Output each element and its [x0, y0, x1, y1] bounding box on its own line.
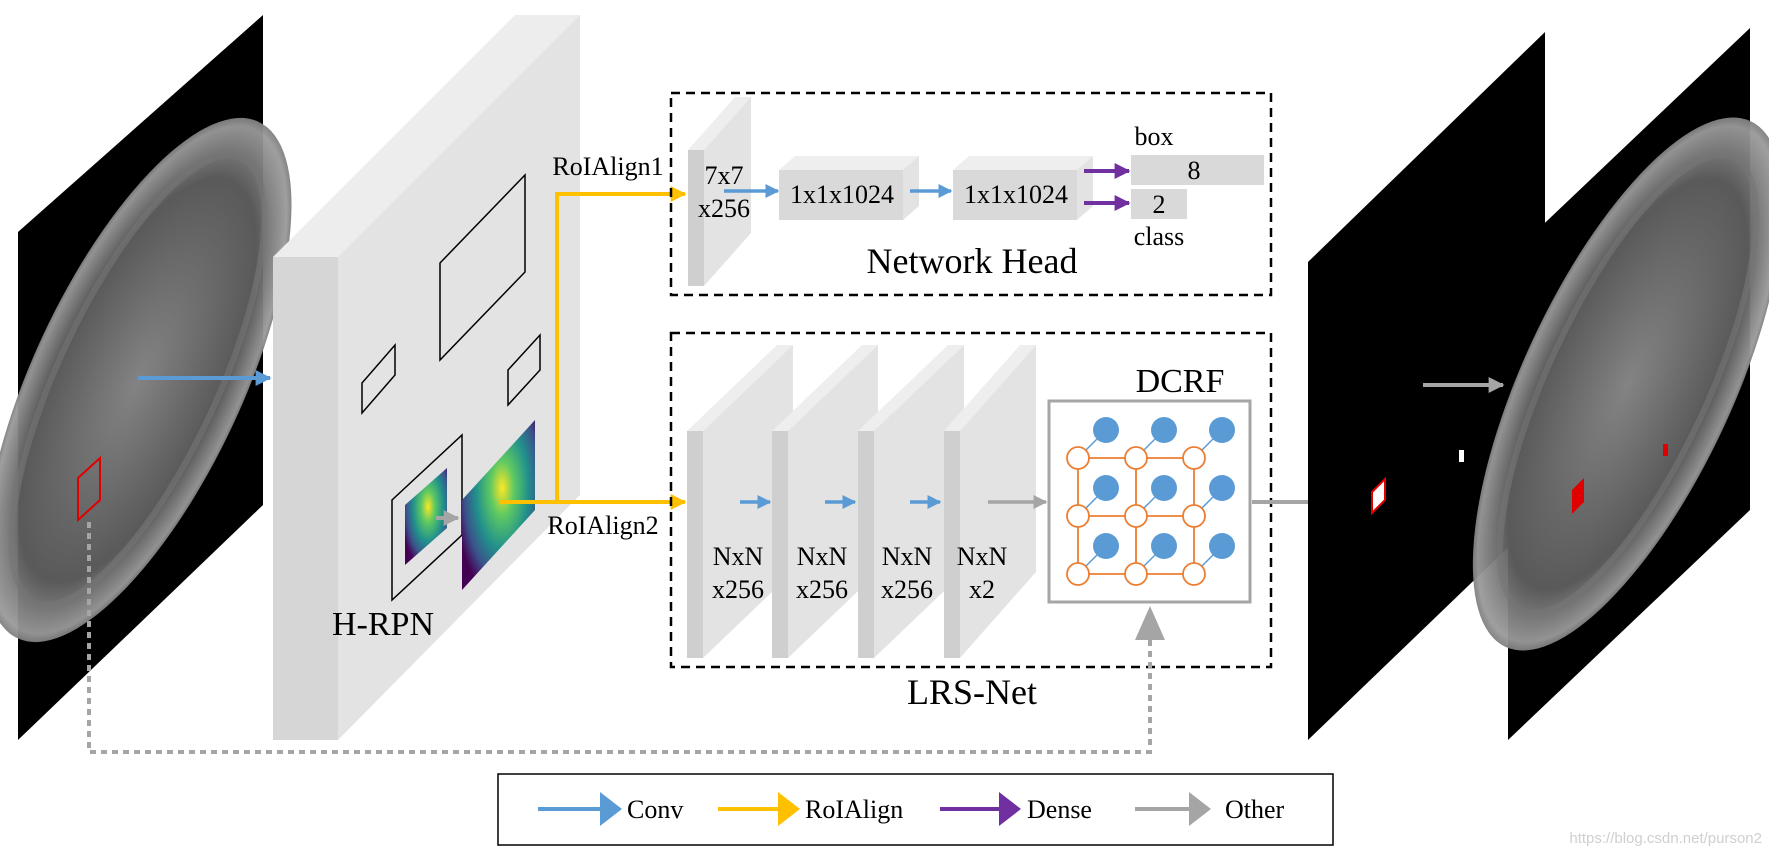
dcrf-label: DCRF [1136, 363, 1225, 400]
heatmap-small [405, 468, 447, 565]
lrs-block-3-line1: NxN [882, 542, 933, 571]
lrs-block-3-line2: x256 [881, 575, 933, 604]
legend-label-other: Other [1225, 795, 1285, 824]
watermark: https://blog.csdn.net/purson2 [1569, 830, 1762, 847]
result-overlay-slice [1472, 28, 1769, 740]
box-output [1131, 155, 1264, 185]
heatmap-large [462, 420, 535, 590]
box-value: 8 [1188, 156, 1201, 185]
legend: Conv RoIAlign Dense Other [497, 773, 1334, 846]
anchor-box-small-right [507, 333, 541, 407]
lesion-roi-box [77, 455, 101, 523]
lrs-block-4-line2: x2 [969, 575, 995, 604]
lrs-block-1-line2: x256 [712, 575, 764, 604]
legend-item-roialign: RoIAlign [718, 792, 903, 826]
legend-item-dense: Dense [940, 792, 1092, 826]
fc1-label: 1x1x1024 [790, 180, 894, 209]
skip-connection [87, 522, 1152, 754]
class-output [1131, 189, 1187, 219]
lrs-net-panel: NxN x256 NxN x256 NxN x256 NxN x2 [669, 331, 1273, 712]
anchor-box-small-left [361, 342, 396, 416]
box-label: box [1135, 122, 1174, 151]
lrs-block-1-line1: NxN [713, 542, 764, 571]
legend-label-roialign: RoIAlign [805, 795, 903, 824]
lrs-net-title: LRS-Net [907, 672, 1037, 712]
roialign1-label: RoIAlign1 [552, 152, 663, 181]
legend-label-conv: Conv [627, 795, 683, 824]
roialign2-label: RoIAlign2 [547, 511, 658, 540]
class-value: 2 [1153, 190, 1166, 219]
legend-item-conv: Conv [538, 792, 683, 826]
legend-item-other: Other [1135, 792, 1285, 826]
lrs-block-2-line2: x256 [796, 575, 848, 604]
network-head-title: Network Head [867, 241, 1078, 281]
class-label: class [1134, 222, 1185, 251]
network-head-panel: 7x7 x256 1x1x1024 1x1x1024 box 8 2 class… [669, 91, 1273, 297]
hrpn-label: H-RPN [332, 606, 434, 643]
hrpn-block [273, 15, 580, 740]
roi-block-line2: x256 [698, 194, 750, 223]
lrs-block-2-line1: NxN [797, 542, 848, 571]
roi-block-line1: 7x7 [705, 161, 744, 190]
dcrf-block: DCRF [1047, 363, 1252, 604]
legend-label-dense: Dense [1027, 795, 1092, 824]
lrs-block-4-line1: NxN [957, 542, 1008, 571]
fc2-label: 1x1x1024 [964, 180, 1068, 209]
anchor-box-large [439, 173, 526, 362]
